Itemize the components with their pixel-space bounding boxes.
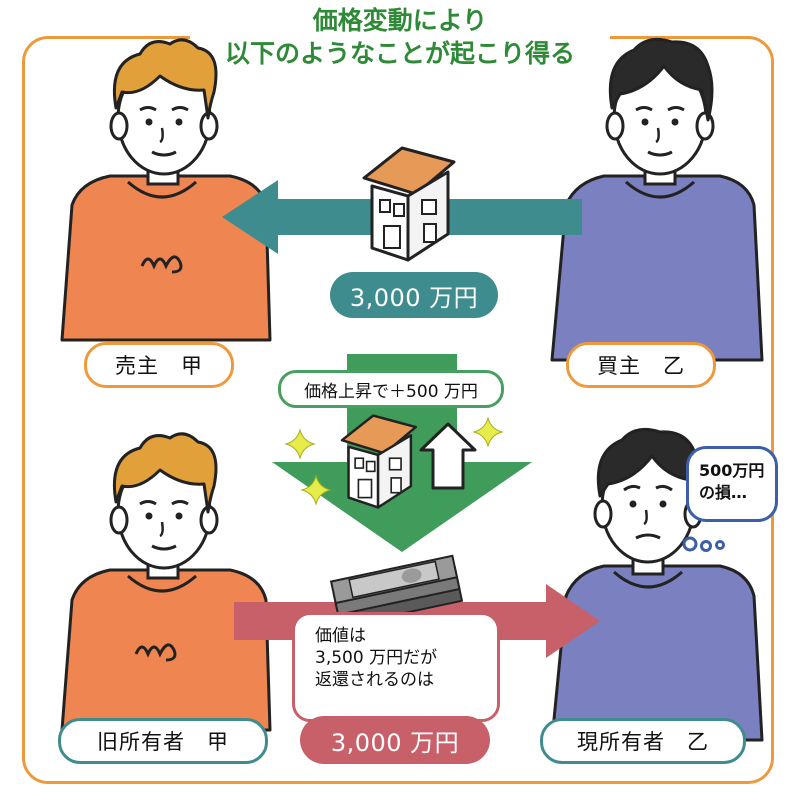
title-line-2: 以下のようなことが起こり得る — [224, 39, 575, 68]
money-stack-icon — [329, 554, 464, 628]
value-note: 価値は 3,500 万円だが 返還されるのは — [292, 612, 500, 722]
buyer-person-illustration — [550, 37, 764, 362]
current-owner-person-illustration — [550, 427, 764, 742]
thought-dots — [682, 536, 725, 552]
buyer-label: 買主 乙 — [566, 342, 716, 388]
refund-price: 3,000 万円 — [300, 716, 490, 764]
price-rise-label: 価格上昇で＋500 万円 — [278, 370, 504, 408]
loss-bubble-line-2: の損… — [699, 483, 748, 502]
value-note-line-2: 3,500 万円だが — [315, 648, 438, 668]
diagram-title: 価格変動により 以下のようなことが起こり得る — [190, 4, 610, 70]
title-line-1: 価格変動により — [312, 6, 488, 35]
loss-bubble-line-1: 500万円 — [699, 461, 765, 480]
top-house-icon — [362, 146, 456, 262]
value-note-line-3: 返還されるのは — [315, 670, 434, 690]
sale-price: 3,000 万円 — [330, 272, 498, 318]
seller-person-illustration — [60, 38, 272, 342]
old-owner-person-illustration — [60, 432, 272, 732]
current-owner-label: 現所有者 乙 — [540, 718, 746, 764]
up-arrow-icon — [419, 422, 477, 490]
seller-label: 売主 甲 — [84, 342, 234, 388]
value-note-line-1: 価値は — [315, 626, 366, 646]
old-owner-label: 旧所有者 甲 — [58, 718, 268, 764]
loss-speech-bubble: 500万円 の損… — [686, 446, 778, 522]
